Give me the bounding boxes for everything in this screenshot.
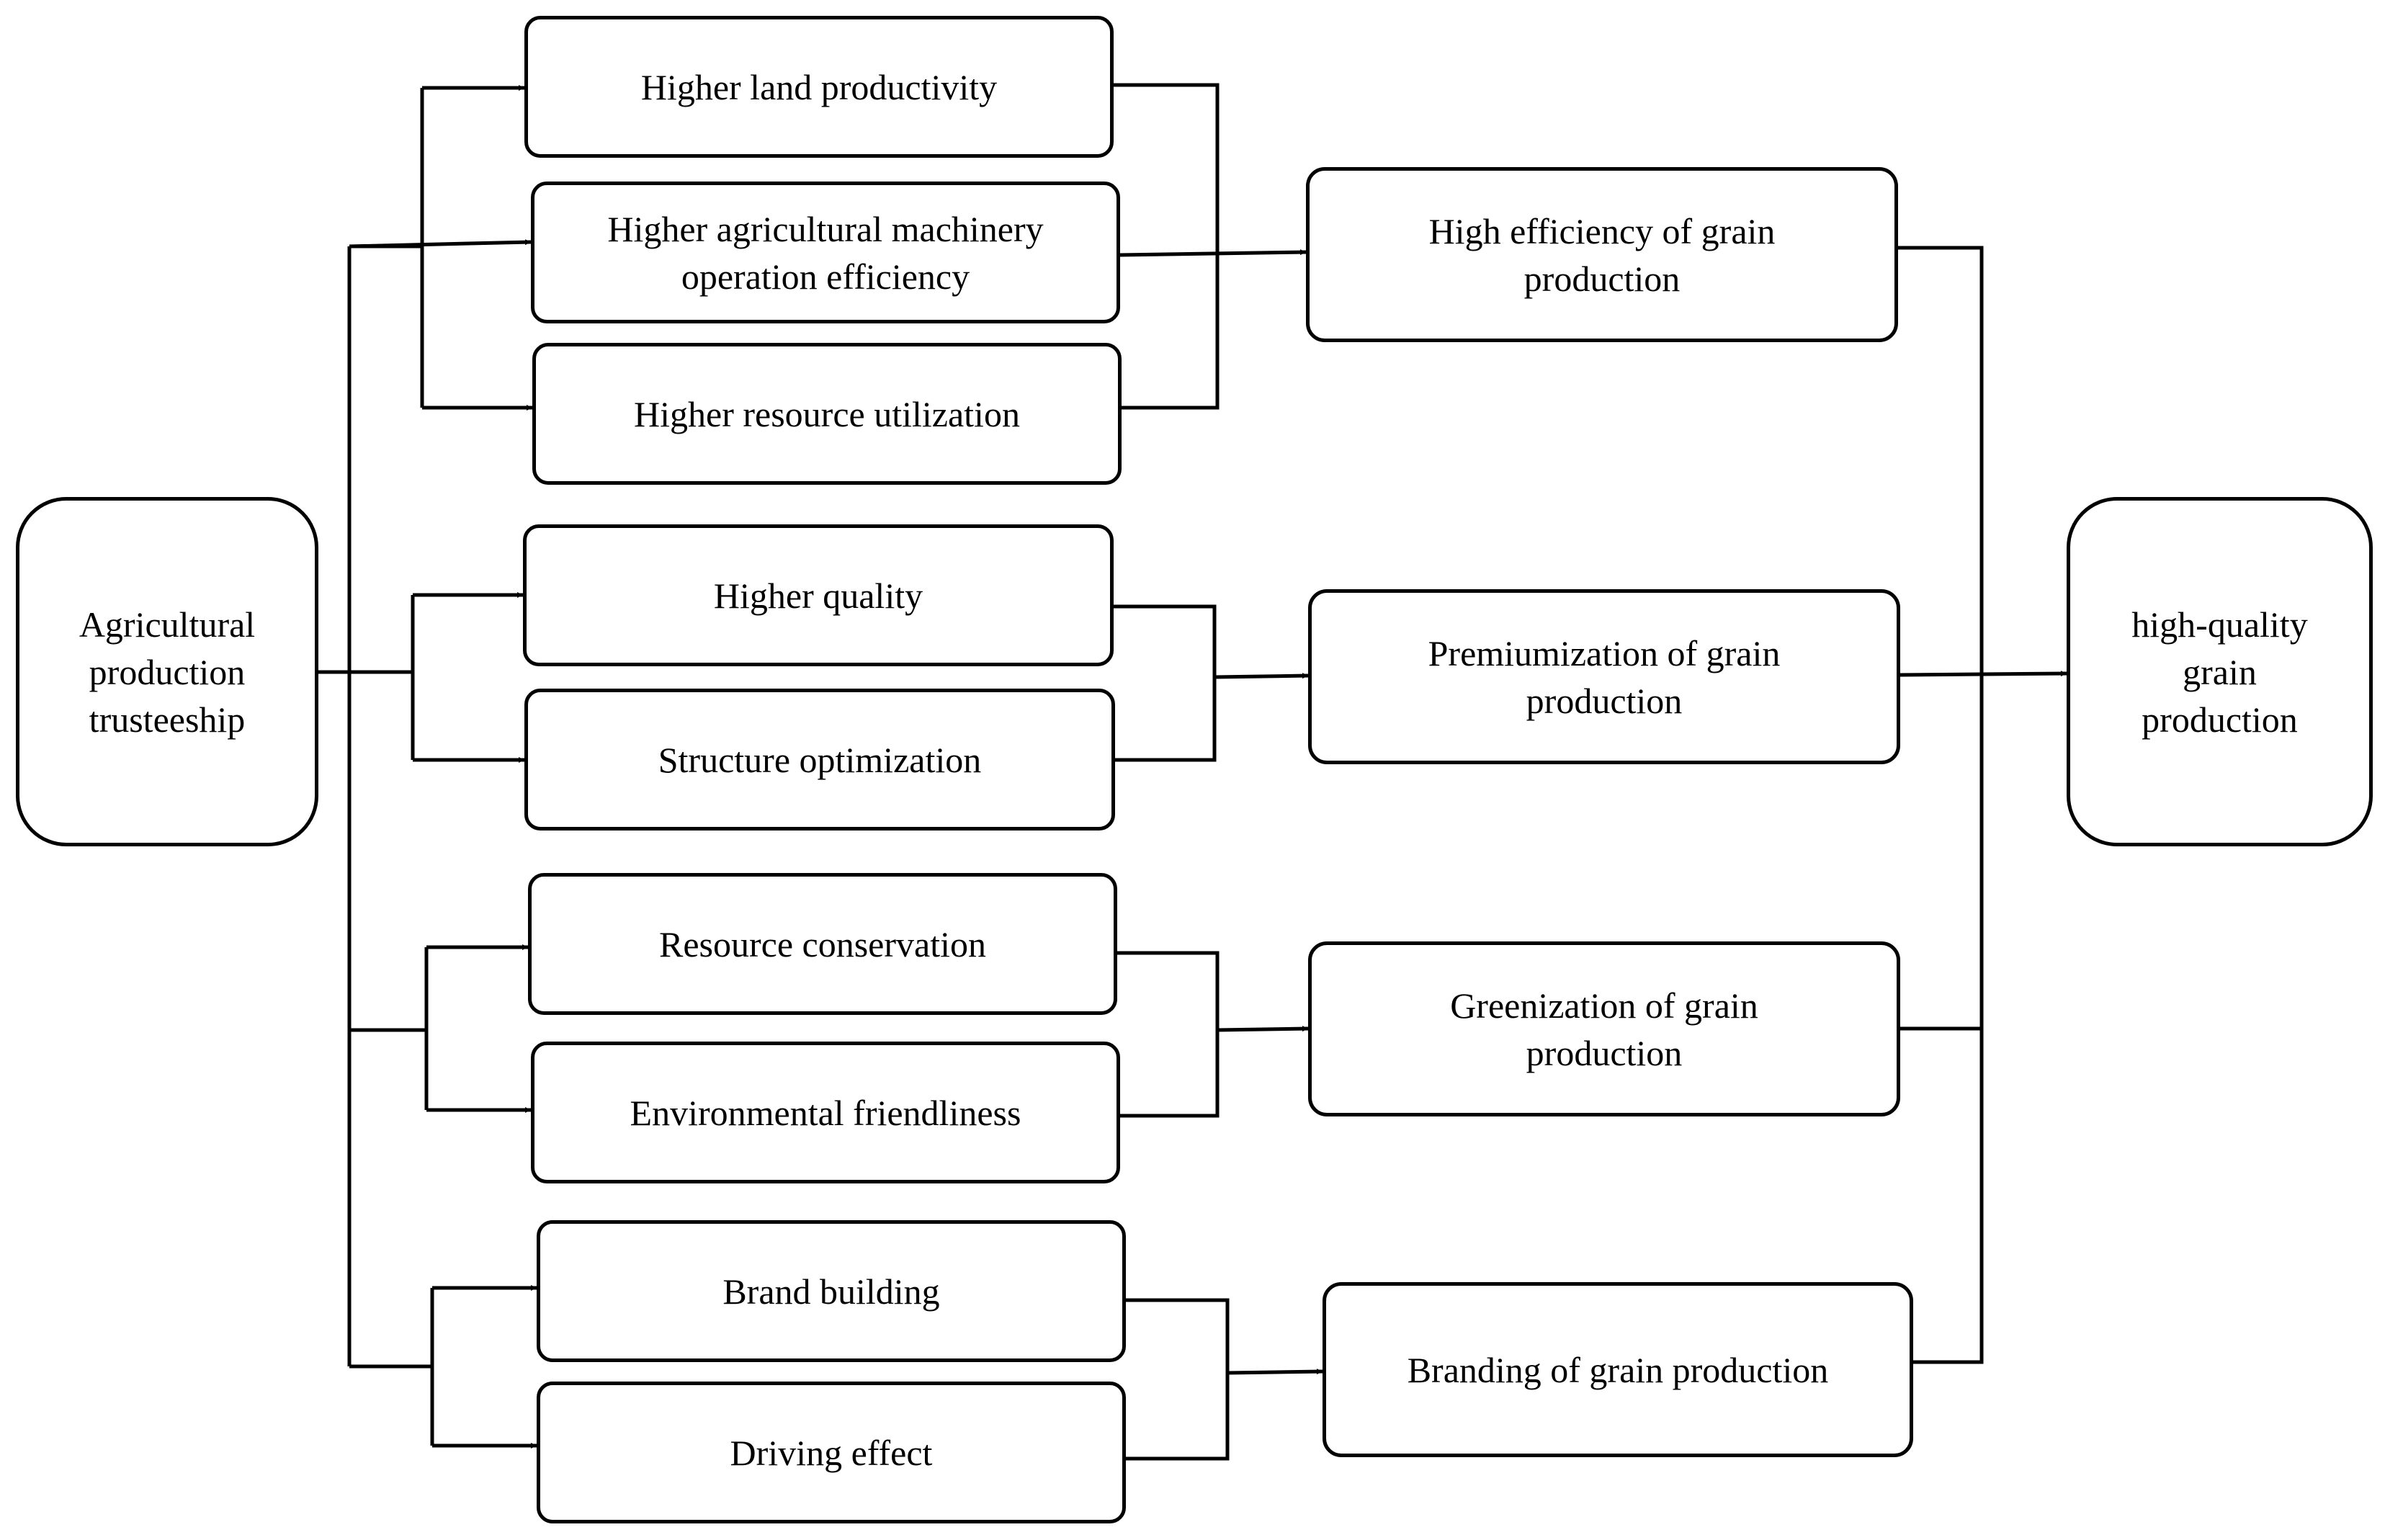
factor-label: Resource conservation bbox=[658, 923, 986, 964]
arrow-to-outcome-efficiency bbox=[1119, 249, 1307, 257]
source-label: Agricultural production trusteeship bbox=[79, 604, 256, 740]
target-label: high-quality grain production bbox=[2131, 604, 2308, 740]
arrow-to-target bbox=[1900, 671, 2067, 677]
factor-brand-building: Brand building bbox=[537, 1220, 1126, 1362]
arrow-to-machinery-efficiency bbox=[349, 239, 532, 249]
arrow-to-outcome-premiumization bbox=[1214, 673, 1309, 679]
merge-bracket-line bbox=[1117, 951, 1220, 1118]
outcome-branding: Branding of grain production bbox=[1323, 1282, 1913, 1457]
merge-bracket-line bbox=[1114, 604, 1217, 762]
merge-bracket-line bbox=[1126, 1298, 1230, 1461]
factor-land-productivity: Higher land productivity bbox=[524, 16, 1114, 158]
factor-resource-conservation: Resource conservation bbox=[528, 873, 1117, 1015]
factor-label: Higher quality bbox=[713, 575, 923, 616]
target-node: high-quality grain production bbox=[2067, 497, 2373, 846]
factor-environmental-friendliness: Environmental friendliness bbox=[531, 1042, 1120, 1183]
outcome-greenization: Greenization of grain production bbox=[1308, 941, 1900, 1116]
factor-label: Higher resource utilization bbox=[634, 393, 1020, 434]
outcome-efficiency: High efficiency of grain production bbox=[1306, 167, 1898, 342]
factor-machinery-efficiency: Higher agricultural machinery operation … bbox=[531, 182, 1120, 323]
factor-resource-utilization: Higher resource utilization bbox=[532, 343, 1122, 485]
arrow-to-outcome-greenization bbox=[1217, 1026, 1309, 1032]
outcome-label: High efficiency of grain production bbox=[1428, 210, 1776, 299]
arrow-to-outcome-branding bbox=[1227, 1369, 1323, 1375]
source-node: Agricultural production trusteeship bbox=[16, 497, 318, 846]
factor-label: Structure optimization bbox=[658, 739, 982, 780]
factor-label: Higher agricultural machinery operation … bbox=[607, 208, 1044, 297]
factor-structure-optimization: Structure optimization bbox=[524, 689, 1115, 831]
factor-label: Driving effect bbox=[730, 1432, 933, 1473]
factor-higher-quality: Higher quality bbox=[523, 524, 1114, 666]
outcome-label: Greenization of grain production bbox=[1450, 985, 1758, 1073]
outcome-label: Premiumization of grain production bbox=[1428, 632, 1781, 721]
factor-driving-effect: Driving effect bbox=[537, 1382, 1126, 1523]
factor-label: Brand building bbox=[722, 1271, 940, 1312]
collector-line bbox=[1898, 246, 1984, 1364]
merge-bracket-line bbox=[1114, 83, 1220, 410]
outcome-premiumization: Premiumization of grain production bbox=[1308, 589, 1900, 764]
factor-label: Higher land productivity bbox=[640, 66, 998, 107]
factor-label: Environmental friendliness bbox=[630, 1092, 1021, 1133]
outcome-label: Branding of grain production bbox=[1407, 1349, 1829, 1390]
